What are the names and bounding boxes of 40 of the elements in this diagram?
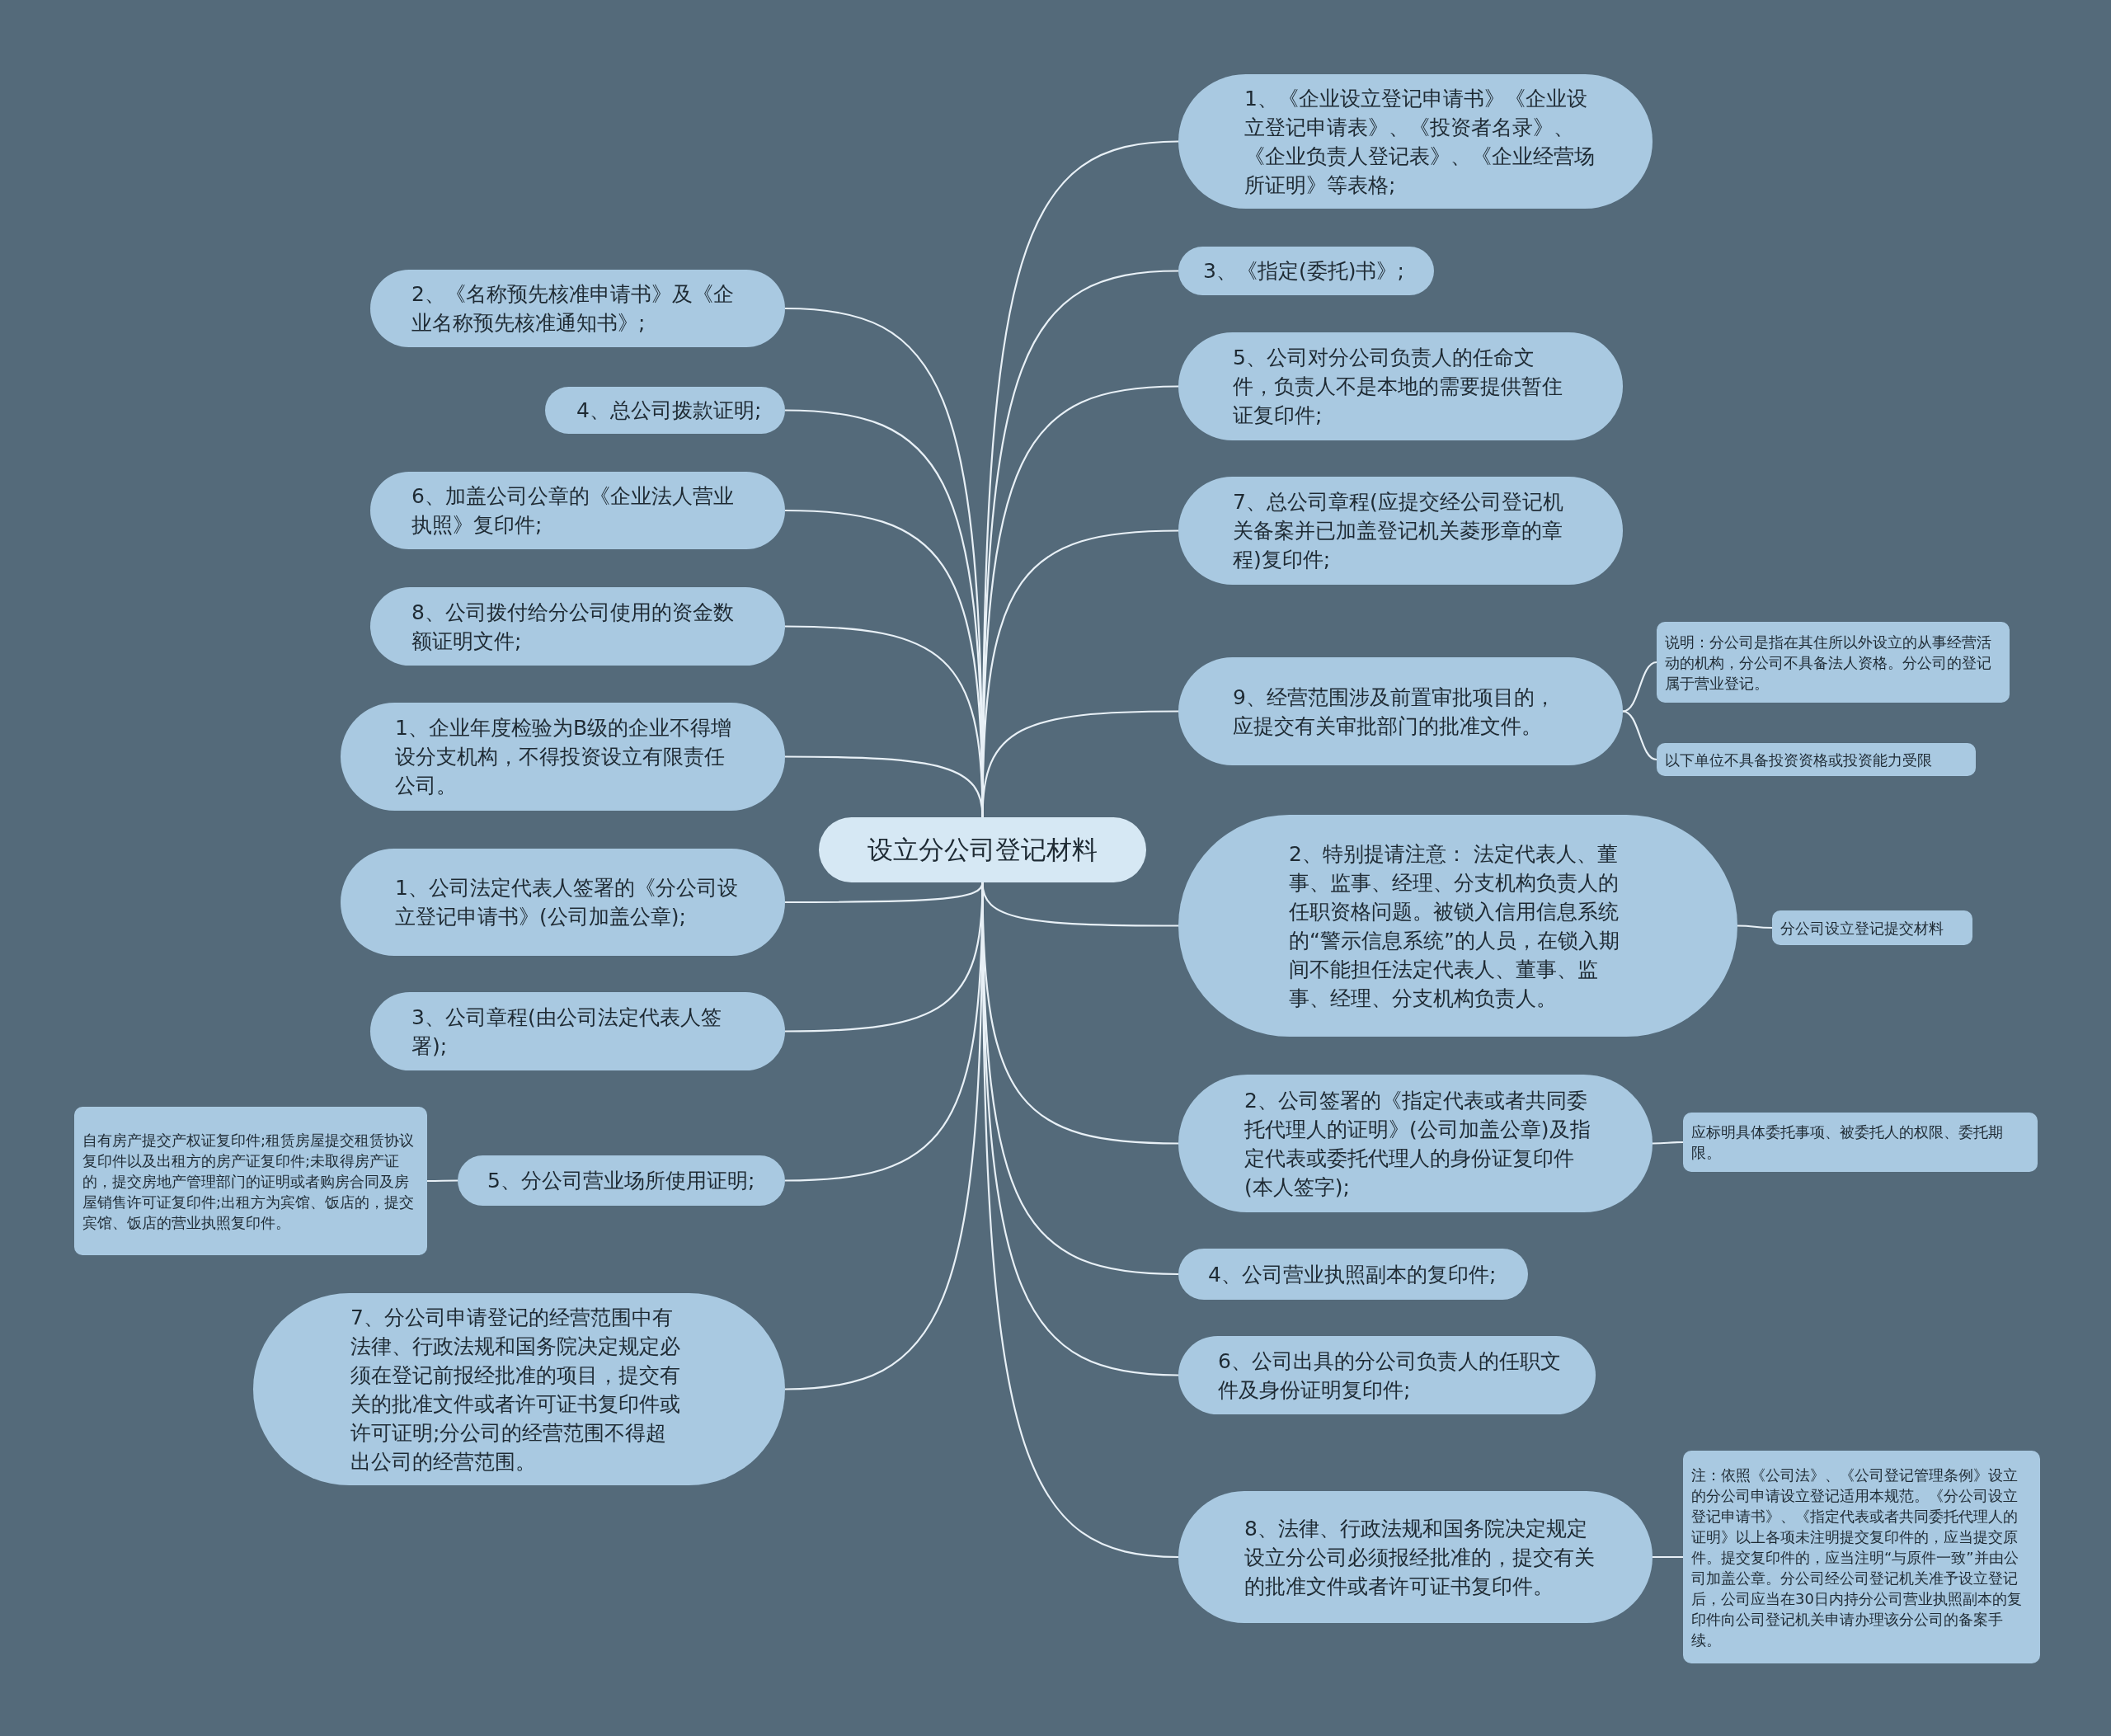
note-text: 分公司设立登记提交材料 [1780,918,1944,939]
connector-line [427,1179,458,1183]
note-card [1772,910,1972,945]
topic-text: 5、公司对分公司负责人的任命文件，负责人不是本地的需要提供暂住证复印件; [1233,345,1563,429]
topic-text: 6、公司出具的分公司负责人的任职文件及身份证明复印件; [1218,1348,1562,1404]
topic-text: 1、企业年度检验为B级的企业不得增设分支机构，不得投资设立有限责任公司。 [395,715,733,799]
note-card [1657,743,1976,776]
note-card [1683,1113,2038,1172]
topic-text: 2、公司签署的《指定代表或者共同委托代理人的证明》(公司加盖公章)及指定代表或委托代理人的身份证复印件(本人签字); [1244,1087,1591,1201]
topic-text: 5、分公司营业场所使用证明; [487,1168,755,1194]
topic-text: 2、特别提请注意： 法定代表人、董事、监事、经理、分支机构负责人的任职资格问题。被锁入信用信息系统的“警示信息系统”的人员，在锁入期间不能担任法定代表人、董事、监事、经理、分支机构负责人。 [1289,840,1620,1012]
topic-text: 8、法律、行政法规和国务院决定规定设立分公司必须报经批准的，提交有关的批准文件或者许可证书复印件。 [1244,1515,1595,1600]
note-text: 应标明具体委托事项、被委托人的权限、委托期限。 [1691,1122,2004,1163]
topic-text: 2、《名称预先核准申请书》及《企业名称预先核准通知书》; [411,281,735,336]
topic-pill [545,387,785,434]
note-card [74,1107,427,1255]
topic-text: 1、公司法定代表人签署的《分公司设立登记申请书》(公司加盖公章); [395,875,739,930]
topic-text: 设立分公司登记材料 [867,833,1098,866]
topic-text: 3、公司章程(由公司法定代表人签署); [411,1004,722,1060]
topic-text: 9、经营范围涉及前置审批项目的，应提交有关审批部门的批准文件。 [1233,684,1556,740]
topic-text: 7、分公司申请登记的经营范围中有法律、行政法规和国务院决定规定必须在登记前报经批准的项目，提交有关的批准文件或者许可证书复印件或许可证明;分公司的经营范围不得超出公司的经营范围。 [350,1304,681,1475]
connector-line [1622,661,1657,713]
note-card [1683,1451,2040,1663]
note-card [1657,622,2010,703]
note-text: 以下单位不具备投资资格或投资能力受限 [1665,750,1932,770]
note-text: 注：依照《公司法》、《公司登记管理条例》设立的分公司申请设立登记适用本规范。《分公司设立登记申请书》、《指定代表或者共同委托代理人的证明》以上各项未注明提交复印件的，应当提交原件。提交复印件的，应当注明“与原件一致”并由公司加盖公章。分公司经公司登记机关准予设立登记后，公司应当在30日内持分公司营业执照副本的复印件向公司登记机关申请办理该分公司的备案手续。 [1691,1465,2023,1650]
topic-text: 4、总公司拨款证明; [576,398,762,424]
connector-line [1737,924,1772,929]
topic-text: 1、《企业设立登记申请书》《企业设立登记申请表》、《投资者名录》、《企业负责人登记表》、《企业经营场所证明》等表格; [1244,85,1595,199]
topic-text: 3、《指定(委托)书》; [1203,258,1404,285]
topic-text: 6、加盖公司公章的《企业法人营业执照》复印件; [411,483,735,539]
connector-line [1622,710,1657,761]
topic-text: 7、总公司章程(应提交经公司登记机关备案并已加盖登记机关菱形章的章程)复印件; [1233,489,1564,573]
note-text: 说明：分公司是指在其住所以外设立的从事经营活动的机构，分公司不具备法人资格。分公司的登记属于营业登记。 [1665,632,1992,694]
connector-line [1653,1141,1683,1145]
topic-text: 4、公司营业执照副本的复印件; [1208,1261,1497,1288]
connector-line [1653,1555,1683,1559]
connector-line [981,710,1178,818]
note-text: 自有房产提交产权证复印件;租赁房屋提交租赁协议复印件以及出租方的房产证复印件;未取得房产证的，提交房地产管理部门的证明或者购房合同及房屋销售许可证复印件;出租方为宾馆、饭店的，提交宾馆、饭店的营业执照复印件。 [82,1130,416,1233]
topic-text: 8、公司拨付给分公司使用的资金数额证明文件; [411,599,735,655]
